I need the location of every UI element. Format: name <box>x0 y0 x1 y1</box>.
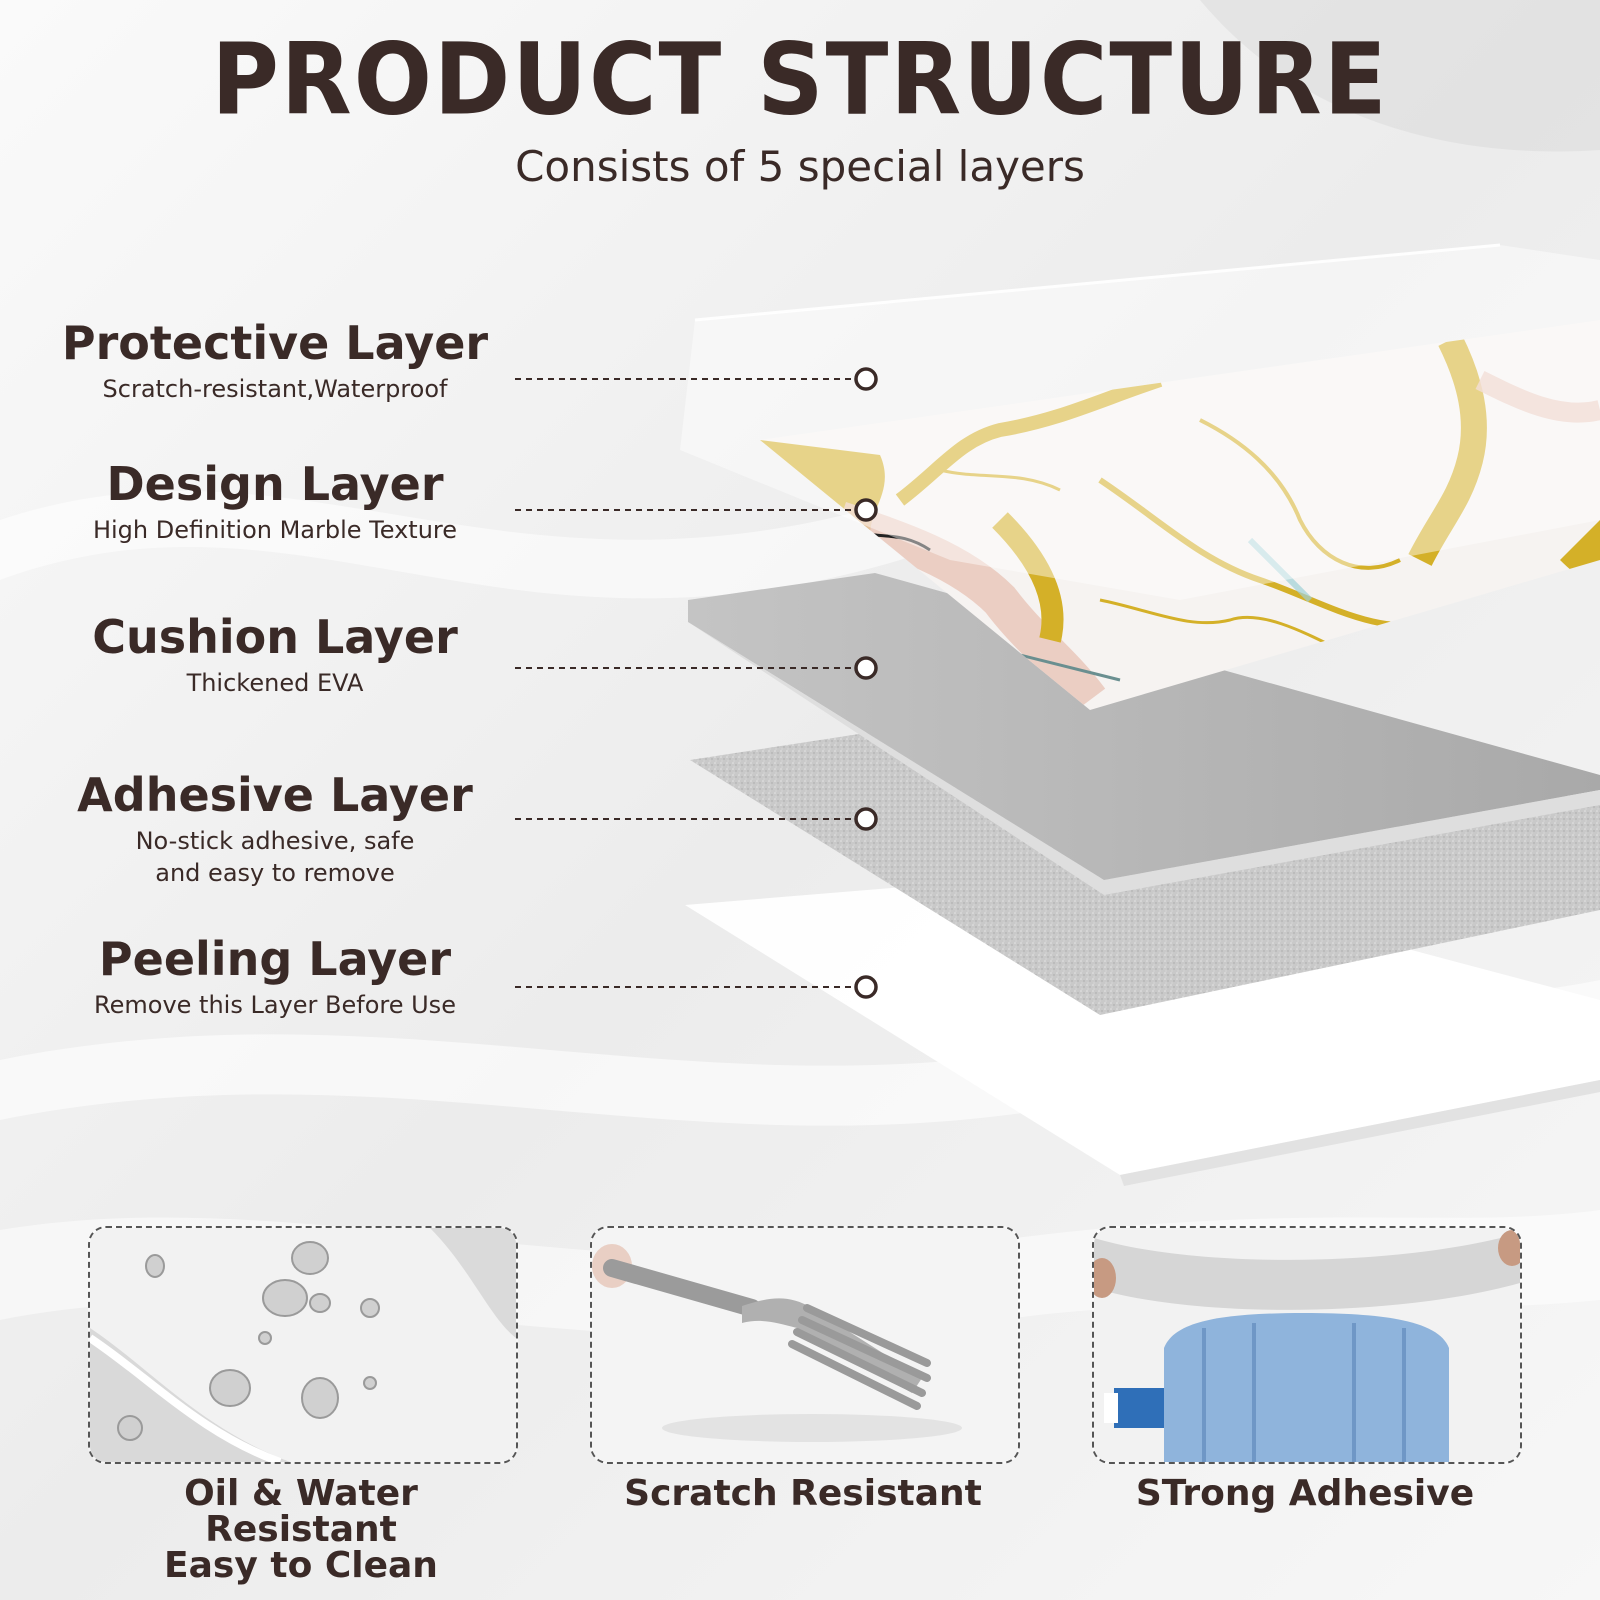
layer-label-peeling: Peeling Layer Remove this Layer Before U… <box>40 934 510 1021</box>
fork-icon <box>592 1228 1018 1462</box>
layer-name: Adhesive Layer <box>77 768 473 822</box>
feature-line: Scratch Resistant <box>624 1473 982 1514</box>
layer-name: Peeling Layer <box>98 932 452 986</box>
layer-name: Cushion Layer <box>92 610 458 664</box>
feature-card-scratch-resistant <box>590 1226 1020 1464</box>
water-bottle-icon <box>1094 1228 1520 1462</box>
layer-label-design: Design Layer High Definition Marble Text… <box>40 459 510 546</box>
layer-label-adhesive: Adhesive Layer No-stick adhesive, safe a… <box>40 770 510 889</box>
layer-desc: and easy to remove <box>155 858 395 887</box>
layer-desc: Remove this Layer Before Use <box>94 990 456 1019</box>
feature-line: Easy to Clean <box>164 1545 438 1586</box>
feature-line: STrong Adhesive <box>1135 1473 1475 1514</box>
feature-card-strong-adhesive <box>1092 1226 1522 1464</box>
page-title: PRODUCT STRUCTURE <box>211 21 1389 138</box>
page-subtitle: Consists of 5 special layers <box>515 142 1085 191</box>
layer-desc: High Definition Marble Texture <box>92 515 458 544</box>
layer-desc: Thickened EVA <box>186 668 364 697</box>
feature-label-water-resistant: Oil & Water Resistant Easy to Clean <box>88 1476 514 1584</box>
feature-label-scratch-resistant: Scratch Resistant <box>590 1476 1016 1512</box>
layer-desc: No-stick adhesive, safe <box>135 826 415 855</box>
feature-card-water-resistant <box>88 1226 518 1464</box>
feature-line: Oil & Water Resistant <box>184 1473 418 1550</box>
feature-label-strong-adhesive: STrong Adhesive <box>1092 1476 1518 1512</box>
layer-label-protective: Protective Layer Scratch-resistant,Water… <box>40 318 510 405</box>
layer-name: Design Layer <box>106 457 444 511</box>
layer-name: Protective Layer <box>61 316 489 370</box>
water-droplets-icon <box>90 1228 516 1462</box>
layer-label-cushion: Cushion Layer Thickened EVA <box>40 612 510 699</box>
layer-desc: Scratch-resistant,Waterproof <box>102 374 448 403</box>
